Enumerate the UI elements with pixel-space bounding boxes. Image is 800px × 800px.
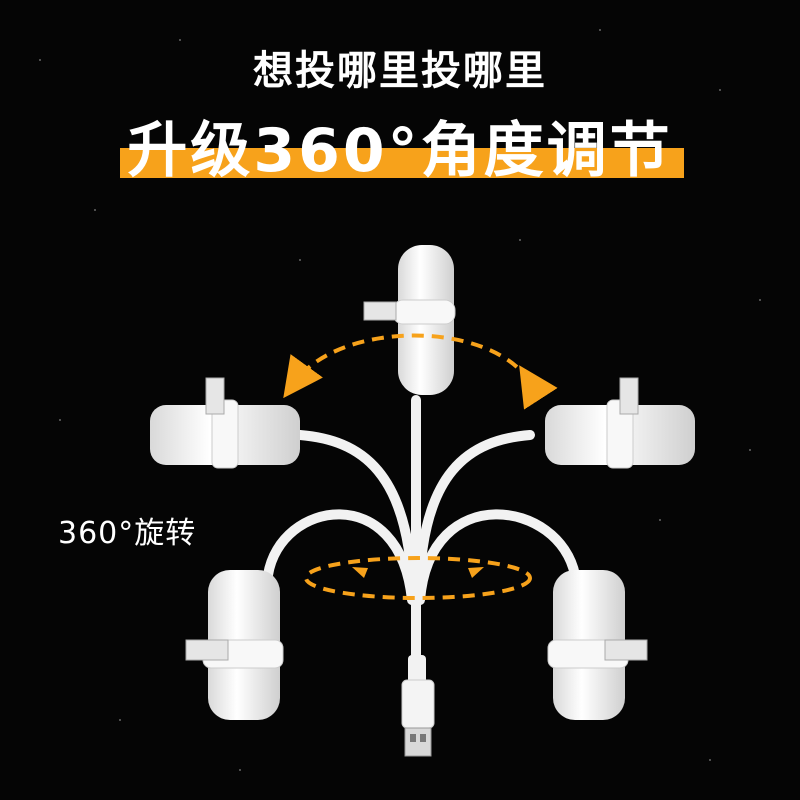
light-head-left	[150, 377, 300, 469]
banner-title: 升级360°角度调节	[127, 116, 673, 186]
rotate-arrow-upper	[283, 333, 558, 410]
cable-upper-left	[295, 430, 418, 605]
banner-subtitle: 想投哪里投哪里	[253, 48, 547, 94]
light-head-lower-left	[185, 570, 284, 720]
cable-upper-right	[414, 430, 535, 605]
cable-lower-left	[263, 509, 417, 605]
rotate-caption: 360°旋转	[58, 516, 197, 551]
light-head-right	[545, 377, 695, 469]
rotate-arrow-lower-ring	[304, 556, 532, 600]
title-highlight-bar	[120, 148, 684, 178]
usb-a-plug-icon	[401, 655, 435, 757]
star-field	[39, 29, 761, 771]
light-head-lower-right	[547, 570, 648, 720]
arrow-head-left	[352, 567, 368, 578]
arrow-head-right	[468, 567, 484, 578]
light-head-top	[363, 245, 456, 395]
cable-lower-right	[415, 509, 580, 605]
gooseneck-cables	[263, 395, 580, 665]
